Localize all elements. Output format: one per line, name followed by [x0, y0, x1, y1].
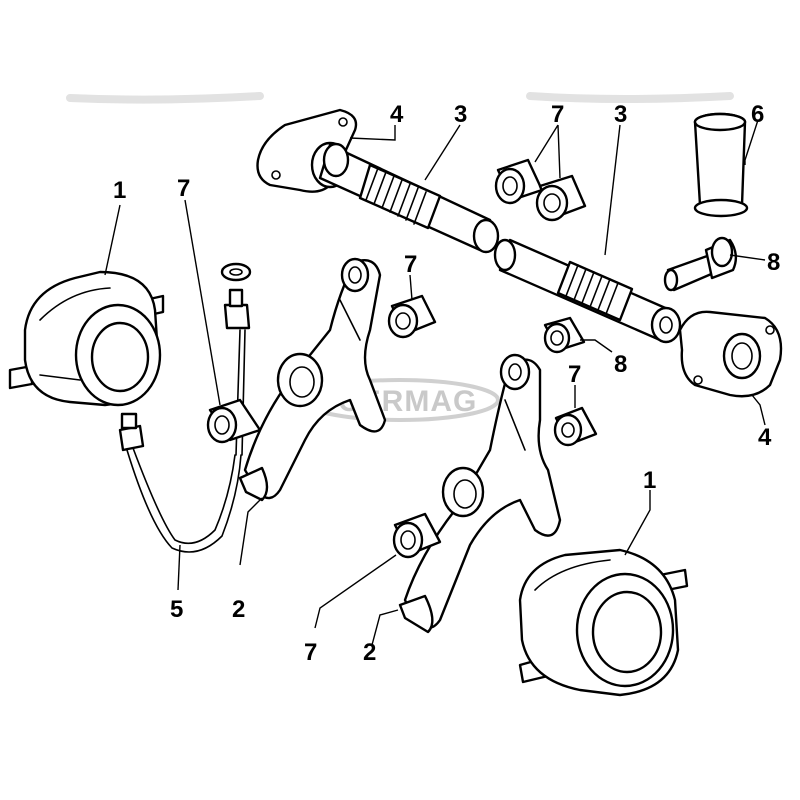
callout-7-right: 7: [568, 361, 581, 388]
bushing-upper-middle: [387, 294, 437, 339]
bushings-upper-right: [494, 158, 587, 222]
clutch-fork-left: [238, 257, 387, 502]
callout-2-left: 2: [232, 596, 245, 623]
callout-3-upper: 3: [454, 101, 467, 128]
callout-7-left: 7: [177, 175, 190, 202]
shaft-upper: [318, 142, 500, 254]
clutch-fork-lower: [398, 353, 562, 634]
flange-lower-right: [678, 310, 783, 398]
bolt-upper: [663, 236, 738, 292]
callout-7-upper-right: 7: [551, 101, 564, 128]
callout-1-left: 1: [113, 177, 126, 204]
background-band-left: [66, 92, 264, 104]
callout-8-upper: 8: [767, 249, 780, 276]
release-bearing-left: [8, 270, 165, 407]
callout-4-upper: 4: [390, 101, 404, 128]
callout-2-lower: 2: [363, 639, 376, 666]
callout-6: 6: [751, 101, 764, 128]
leader-lines: [104, 119, 766, 646]
callout-7-middle: 7: [404, 251, 417, 278]
bushing-left: [206, 398, 262, 444]
callout-1-right: 1: [643, 467, 656, 494]
callout-5: 5: [170, 596, 183, 623]
shaft-lower: [493, 238, 682, 344]
sleeve-cup: [693, 112, 749, 218]
bushing-small-lower: [543, 316, 586, 354]
callout-4-lower: 4: [758, 424, 772, 451]
callout-7-lower: 7: [304, 639, 317, 666]
bushing-lower-left: [392, 512, 442, 559]
callout-8-lower: 8: [614, 351, 627, 378]
callout-3-lower: 3: [614, 101, 627, 128]
background-band-right: [526, 92, 734, 103]
bushing-right-middle: [553, 406, 598, 447]
release-bearing-right: [518, 548, 689, 697]
